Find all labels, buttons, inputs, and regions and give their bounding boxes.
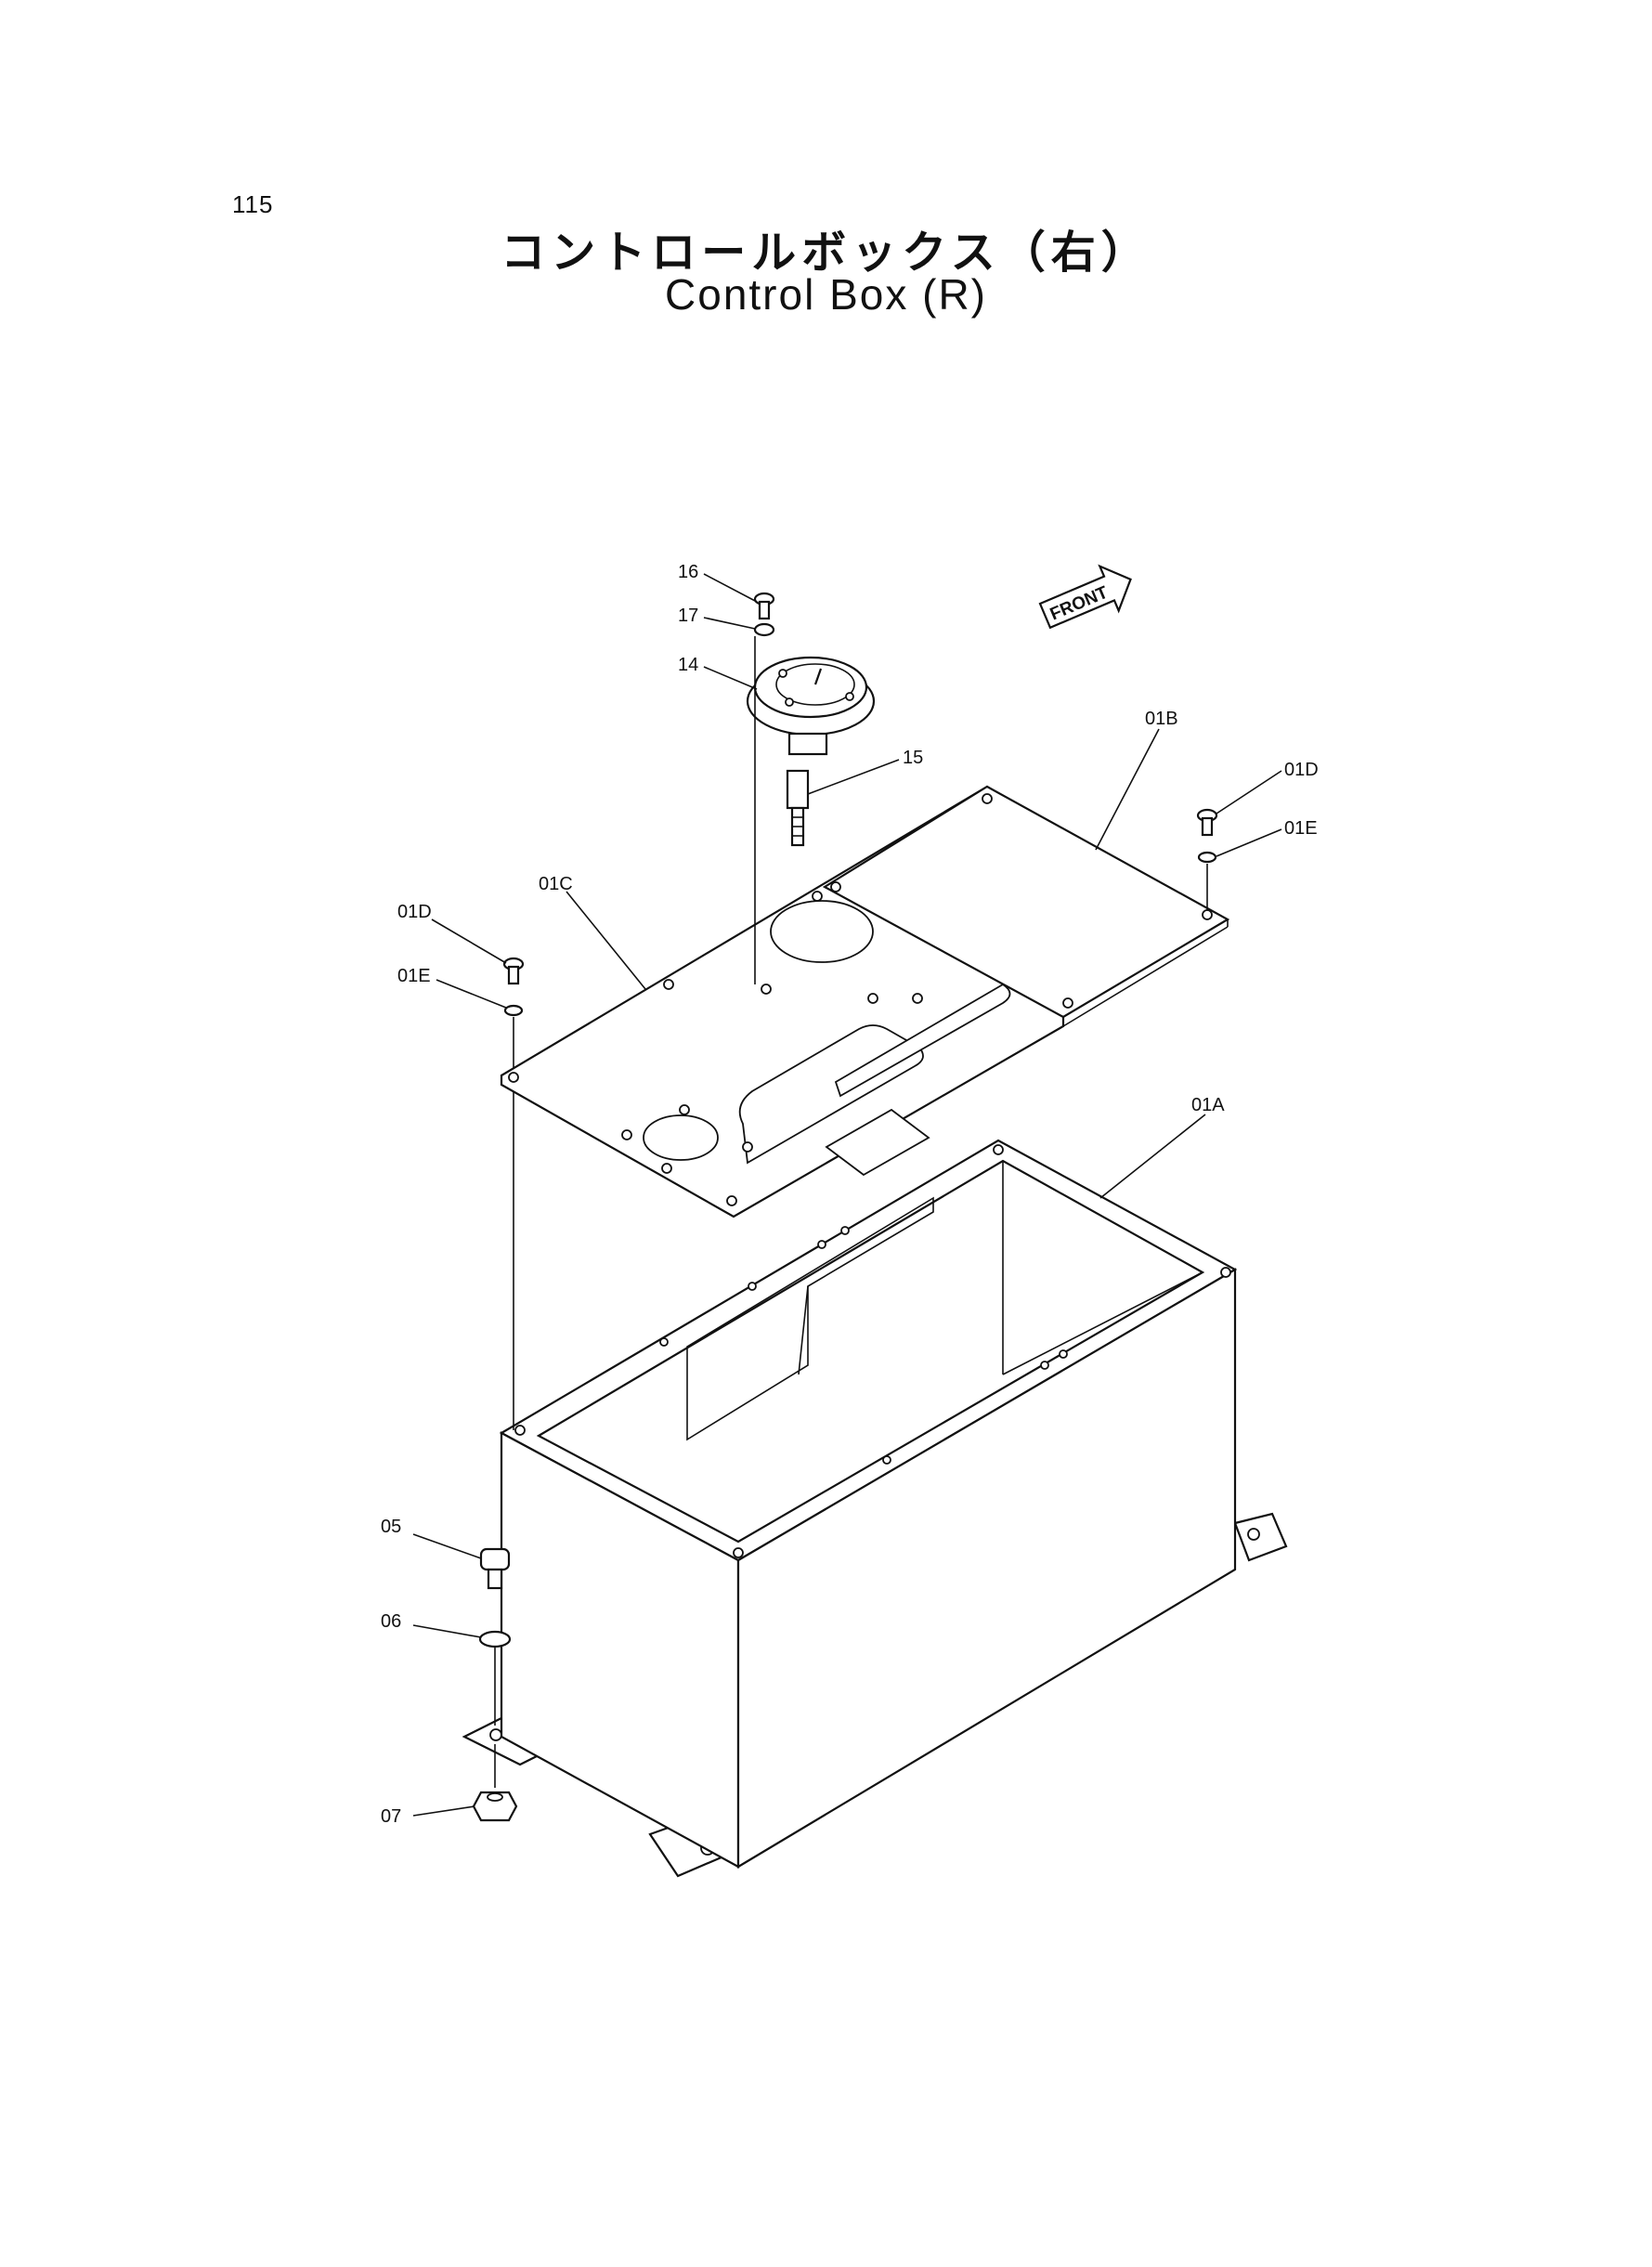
spacer-part	[786, 769, 810, 847]
callout-07: 07	[381, 1806, 401, 1827]
box-body	[462, 1139, 1288, 1878]
callout-01E-right: 01E	[1284, 818, 1318, 839]
screw-16	[753, 592, 775, 620]
front-direction-arrow: FRONT	[1038, 564, 1132, 630]
callout-17: 17	[678, 606, 698, 626]
callout-01E-left: 01E	[397, 966, 431, 986]
leader-lines	[412, 573, 1282, 1817]
nut-07	[472, 1791, 518, 1822]
callout-01D-left: 01D	[397, 902, 432, 922]
box-right-face	[736, 1268, 1237, 1869]
cover-round-opening	[643, 1114, 719, 1161]
page-number: 115	[232, 190, 274, 218]
callout-01C: 01C	[539, 874, 573, 894]
washer-01E-right	[1197, 851, 1217, 864]
callout-15: 15	[903, 748, 923, 768]
callout-01B: 01B	[1145, 709, 1178, 729]
callout-01D-right: 01D	[1284, 760, 1319, 780]
gauge-mount-opening	[770, 900, 874, 963]
washer-06	[478, 1630, 512, 1648]
callout-01A: 01A	[1191, 1095, 1225, 1115]
gauge-assembly	[746, 656, 876, 756]
callout-14: 14	[678, 655, 698, 675]
screw-01D-left	[502, 957, 525, 985]
washer-01E-left	[503, 1004, 524, 1017]
callout-05: 05	[381, 1517, 401, 1537]
cover-plate-right	[822, 785, 1230, 1027]
box-mounting-flange-right	[1233, 1512, 1288, 1562]
screw-01D-right	[1196, 808, 1218, 837]
title-japanese: コントロールボックス（右）	[501, 227, 1151, 279]
washer-17	[753, 622, 775, 637]
bolt-05	[479, 1547, 511, 1590]
title-english: Control Box (R)	[665, 270, 987, 319]
callout-16: 16	[678, 562, 698, 582]
callout-06: 06	[381, 1611, 401, 1632]
